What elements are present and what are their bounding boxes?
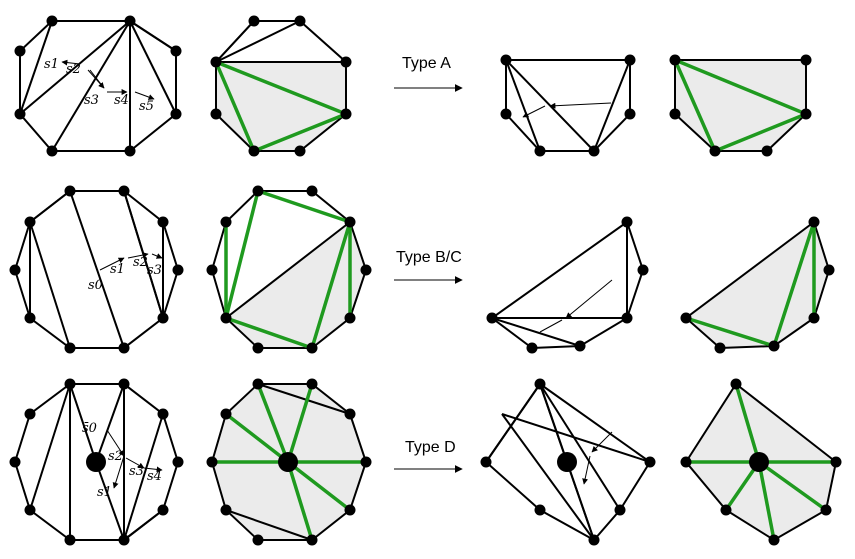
label-s2: s2 [108,449,123,464]
label-s2: s2 [66,62,81,77]
row-type-bc: s0 s1 s2 s3 [9,185,835,354]
row1-transform-arrow: Type A [394,55,463,92]
row1-panel1-polygon: s1 s2 s3 s4 s5 [14,15,182,157]
row2-panel3-polygon [486,216,649,354]
label-s2: s2 [133,255,148,270]
label-s0: s0 [88,278,103,293]
row2-panel2-polygon [206,185,372,354]
row3-panel4-polygon [680,378,842,546]
row2-panel4-polygon [680,216,835,354]
label-s1: s1 [97,485,112,500]
row3-panel2-polygon [206,378,372,546]
row2-transform-arrow: Type B/C [394,249,463,284]
row-type-d: s̄0 s1 s2 s3 s4 [9,378,842,546]
label-s3: s3 [129,464,144,479]
type-d-label: Type D [405,439,456,456]
label-s4: s4 [147,469,162,484]
label-s0-bar: s̄0 [82,421,97,436]
label-s3: s3 [147,263,162,278]
row1-panel4-polygon [669,54,812,157]
central-hole-marker [86,452,106,472]
central-hole-marker [557,452,577,472]
label-s4: s4 [114,93,129,108]
row3-transform-arrow: Type D [394,439,463,473]
central-hole-marker [749,452,769,472]
row3-panel3-polygon [480,378,656,546]
row-type-a: s1 s2 s3 s4 s5 [14,15,812,157]
label-s1: s1 [44,57,59,72]
row3-panel1-polygon: s̄0 s1 s2 s3 s4 [9,378,184,546]
row1-panel2-polygon [210,15,352,157]
label-s5: s5 [139,99,154,114]
type-bc-label: Type B/C [396,249,462,266]
row1-panel3-polygon [500,54,636,157]
label-s3: s3 [84,93,99,108]
row2-panel1-polygon: s0 s1 s2 s3 [9,185,184,354]
type-a-label: Type A [402,55,451,72]
label-s1: s1 [110,262,125,277]
central-hole-marker [278,452,298,472]
